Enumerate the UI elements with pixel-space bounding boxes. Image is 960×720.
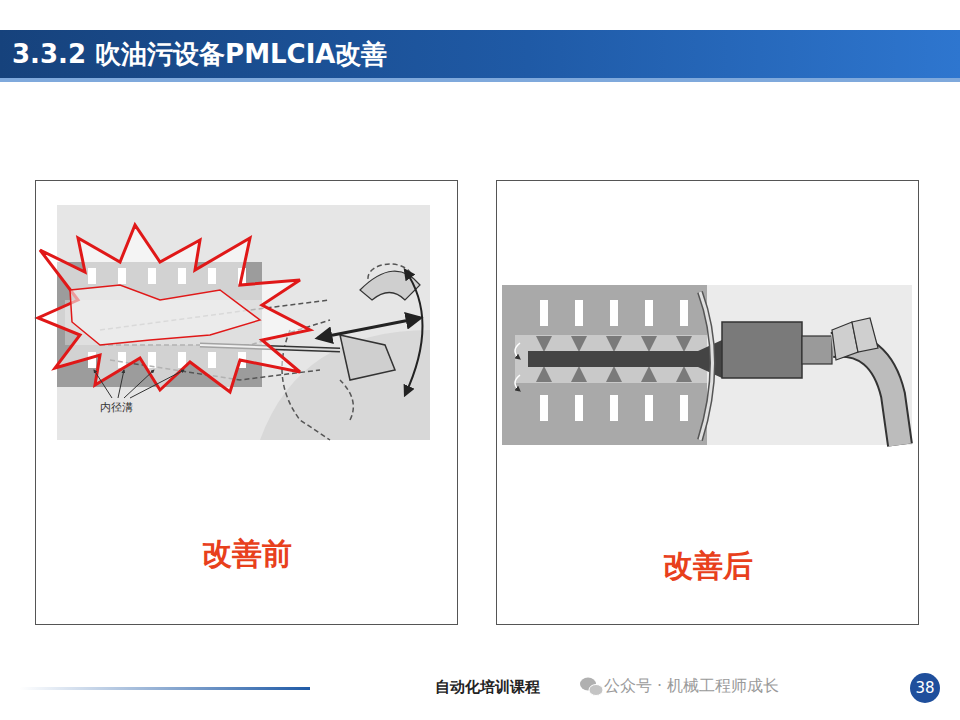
panel-caption: 改善前 — [202, 536, 292, 572]
footer-line — [20, 687, 310, 690]
image-panel: 改善前 — [35, 180, 458, 625]
slide-title: 3.3.2 吹油污设备PMLCIA改善 — [0, 30, 960, 78]
before-illustration — [38, 205, 430, 440]
wechat-icon — [580, 678, 603, 696]
after-illustration — [502, 285, 912, 445]
image-panel: 改善后 — [496, 180, 919, 625]
panel-caption: 改善后 — [663, 548, 753, 584]
course-name: 自动化培训课程 — [435, 678, 540, 697]
watermark: 公众号 · 机械工程师成长 — [604, 676, 779, 697]
page-number: 38 — [910, 673, 940, 703]
title-bar: 3.3.2 吹油污设备PMLCIA改善 — [0, 30, 960, 82]
part-label: 内径溝 — [100, 400, 133, 415]
